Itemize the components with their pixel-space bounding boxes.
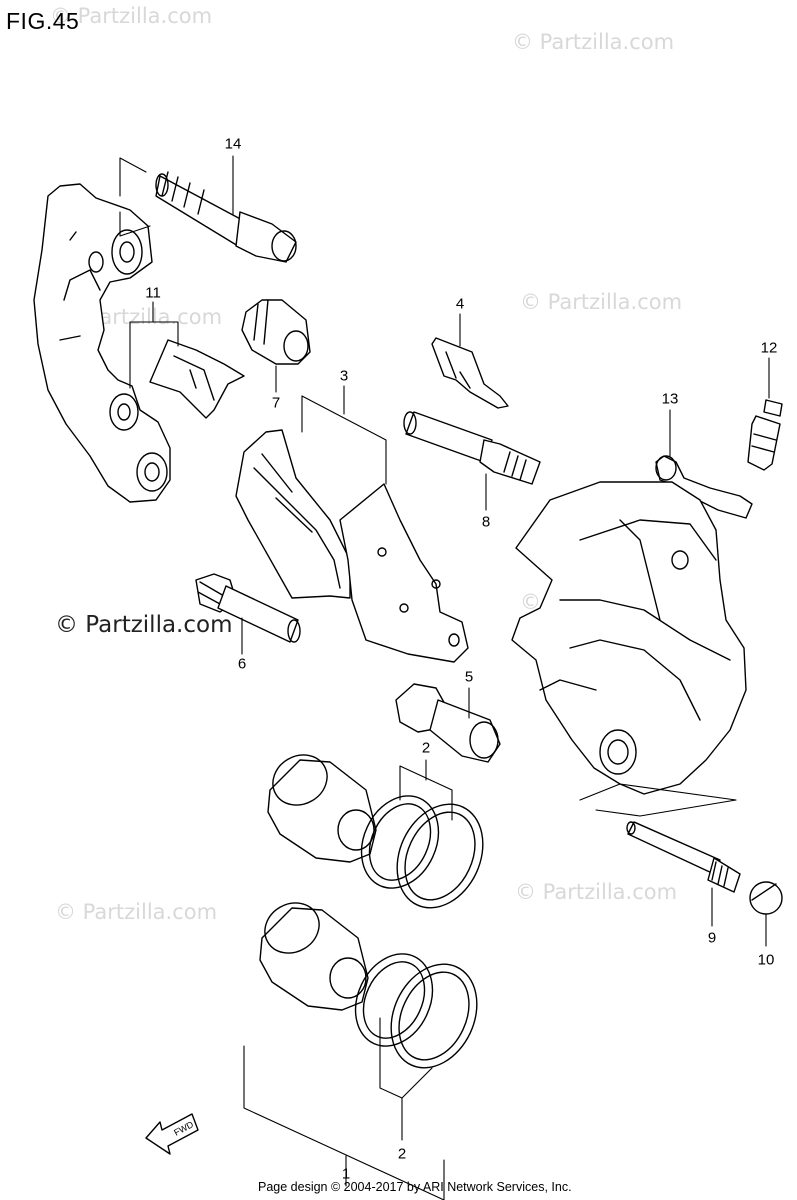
callout-12[interactable]: 12 <box>760 339 778 357</box>
callout-5[interactable]: 5 <box>464 668 474 686</box>
caliper-bracket[interactable] <box>33 183 171 503</box>
boot-part-7[interactable] <box>241 299 311 365</box>
watermark: © Partzilla.com <box>520 290 683 314</box>
callout-14[interactable]: 14 <box>224 135 242 153</box>
callout-1[interactable]: 1 <box>341 1165 351 1183</box>
callout-11[interactable]: 11 <box>145 284 161 302</box>
fwd-arrow-icon: FWD <box>145 1113 199 1155</box>
watermark: © Partzilla.com <box>50 4 213 28</box>
pin-part-6[interactable] <box>195 573 301 643</box>
callout-4[interactable]: 4 <box>455 295 465 313</box>
watermark: © Partzilla.com <box>515 880 678 904</box>
brake-pad-set-part-3[interactable] <box>235 429 469 663</box>
callout-7[interactable]: 7 <box>271 394 281 412</box>
slide-pin-part-9[interactable] <box>626 821 741 893</box>
callout-3[interactable]: 3 <box>339 367 349 385</box>
pad-spring-part-11[interactable] <box>149 339 245 419</box>
callout-2-lower[interactable]: 2 <box>397 1145 407 1163</box>
caliper-body[interactable] <box>511 481 747 795</box>
callout-9[interactable]: 9 <box>707 929 717 947</box>
piston-seal-set-lower[interactable] <box>256 893 493 1082</box>
callout-2-upper[interactable]: 2 <box>421 739 431 757</box>
piston-seal-set-upper[interactable] <box>264 745 499 922</box>
callout-8[interactable]: 8 <box>481 513 491 531</box>
bleeder-valve-part-12[interactable] <box>747 399 783 471</box>
leader-lines <box>119 155 770 1200</box>
watermark: © Partzilla.com <box>512 30 675 54</box>
bolt-part-14[interactable] <box>155 171 297 263</box>
figure-title: FIG.45 <box>6 8 80 34</box>
retainer-clip-part-4[interactable] <box>431 337 509 409</box>
callout-6[interactable]: 6 <box>237 655 247 673</box>
watermark: © Partzilla.com <box>55 900 218 924</box>
footer-copyright: Page design © 2004-2017 by ARI Network S… <box>258 1180 572 1194</box>
callout-13[interactable]: 13 <box>661 390 679 408</box>
pin-part-8[interactable] <box>403 411 541 485</box>
watermark-prominent: © Partzilla.com <box>55 612 233 638</box>
callout-10[interactable]: 10 <box>757 951 775 969</box>
cap-part-10[interactable] <box>749 881 783 915</box>
pin-part-5[interactable] <box>395 683 501 763</box>
